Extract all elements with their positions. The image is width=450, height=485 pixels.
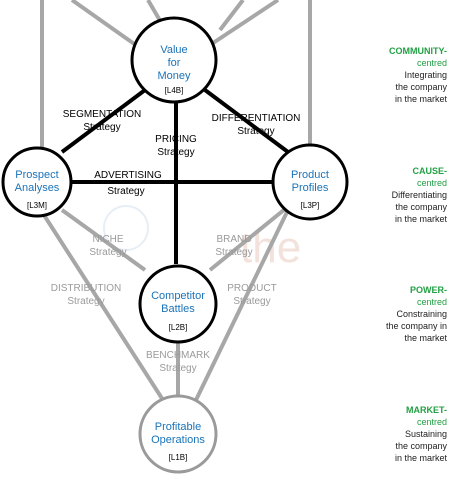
node-title-line1: Competitor — [151, 290, 205, 302]
node-title-line1: Prospect — [15, 169, 58, 181]
edge-segmentation — [60, 88, 147, 154]
distribution-sublabel: Strategy — [67, 296, 104, 307]
side-desc-line2: the company — [395, 82, 447, 92]
segmentation-label: SEGMENTATION — [63, 109, 142, 120]
side-subtitle: centred — [417, 178, 447, 188]
brand-sublabel: Strategy — [215, 247, 252, 258]
branch-mid-right — [218, 0, 245, 32]
node-title-line2: Operations — [151, 434, 205, 446]
node-competitor-battles: Competitor Battles [L2B] — [138, 264, 218, 344]
side-legend-power: POWER- centred Constraining the company … — [386, 285, 448, 343]
node-circle — [138, 394, 218, 474]
side-desc-line2: the company — [395, 202, 447, 212]
watermark-logo-icon — [103, 205, 149, 251]
edge-distribution — [40, 210, 165, 402]
edge-product — [194, 211, 289, 401]
side-legend-community: COMMUNITY- centred Integrating the compa… — [389, 46, 447, 104]
node-title-line1: Product — [291, 169, 329, 181]
node-code: [L3P] — [301, 201, 320, 210]
niche-sublabel: Strategy — [89, 247, 126, 258]
node-circle — [1, 146, 73, 218]
product-strategy-label: PRODUCT — [227, 283, 276, 294]
side-desc-line1: Constraining — [396, 309, 447, 319]
side-desc-line1: Integrating — [404, 70, 447, 80]
node-code: [L4B] — [165, 86, 184, 95]
side-legend-market: MARKET- centred Sustaining the company i… — [395, 405, 448, 463]
branch-right-diagonal — [208, 0, 280, 47]
side-desc-line3: in the market — [395, 214, 448, 224]
branch-left-diagonal — [70, 0, 142, 50]
side-desc-line3: in the market — [395, 453, 448, 463]
edge-brand — [208, 203, 292, 272]
side-title: MARKET- — [406, 405, 447, 415]
node-circle — [271, 143, 349, 221]
pricing-sublabel: Strategy — [157, 147, 194, 158]
node-title-line1: Profitable — [155, 421, 201, 433]
node-title-line3: Money — [157, 70, 191, 82]
node-code: [L1B] — [169, 453, 188, 462]
side-desc-line2: the company — [395, 441, 447, 451]
side-desc-line2: the company in — [386, 321, 447, 331]
watermark: the — [103, 205, 301, 272]
side-subtitle: centred — [417, 417, 447, 427]
edge-differentiation — [203, 88, 290, 154]
side-desc-line3: the market — [404, 333, 447, 343]
node-profitable-operations: Profitable Operations [L1B] — [138, 394, 218, 474]
side-title: POWER- — [410, 285, 447, 295]
edge-niche — [60, 208, 147, 272]
side-legend-cause: CAUSE- centred Differentiating the compa… — [392, 166, 448, 224]
segmentation-sublabel: Strategy — [83, 122, 120, 133]
side-subtitle: centred — [417, 58, 447, 68]
top-branches — [40, 0, 312, 152]
side-title: COMMUNITY- — [389, 46, 447, 56]
node-product-profiles: Product Profiles [L3P] — [271, 143, 349, 221]
black-edges — [60, 88, 290, 264]
edge-labels: SEGMENTATION Strategy DIFFERENTIATION St… — [51, 109, 301, 374]
node-code: [L2B] — [169, 323, 188, 332]
distribution-label: DISTRIBUTION — [51, 283, 122, 294]
side-desc-line1: Sustaining — [405, 429, 447, 439]
side-title: CAUSE- — [412, 166, 447, 176]
advertising-sublabel: Strategy — [107, 186, 144, 197]
node-title-line2: for — [168, 57, 181, 69]
brand-label: BRAND — [216, 234, 251, 245]
differentiation-sublabel: Strategy — [237, 126, 274, 137]
node-title-line2: Analyses — [15, 182, 60, 194]
advertising-label: ADVERTISING — [94, 170, 162, 181]
side-desc-line1: Differentiating — [392, 190, 447, 200]
node-prospect-analyses: Prospect Analyses [L3M] — [1, 146, 73, 218]
benchmark-label: BENCHMARK — [146, 350, 210, 361]
product-strategy-sublabel: Strategy — [233, 296, 270, 307]
differentiation-label: DIFFERENTIATION — [212, 113, 301, 124]
node-value-for-money: Value for Money [L4B] — [130, 16, 218, 104]
side-subtitle: centred — [417, 297, 447, 307]
node-title-line1: Value — [160, 44, 187, 56]
node-title-line2: Battles — [161, 303, 195, 315]
node-code: [L3M] — [27, 201, 47, 210]
pricing-label: PRICING — [155, 134, 197, 145]
niche-label: NICHE — [92, 234, 123, 245]
side-desc-line3: in the market — [395, 94, 448, 104]
node-title-line2: Profiles — [292, 182, 329, 194]
benchmark-sublabel: Strategy — [159, 363, 196, 374]
node-circle — [130, 16, 218, 104]
node-circle — [138, 264, 218, 344]
grey-edges — [40, 203, 292, 402]
